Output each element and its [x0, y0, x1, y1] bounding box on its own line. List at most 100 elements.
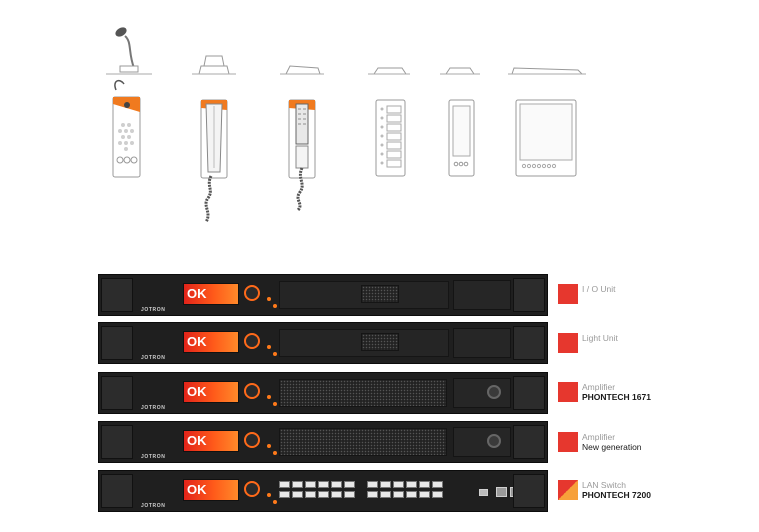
ethernet-port	[331, 481, 342, 488]
ethernet-port	[367, 481, 378, 488]
rack-ear-right	[513, 278, 545, 312]
legend-label-io: I / O Unit	[582, 284, 616, 294]
legend-label-lan-switch: LAN Switch	[582, 480, 626, 490]
vent-grille	[361, 333, 399, 351]
rack-unit-lan-switch: JOTRON OK	[98, 470, 548, 512]
legend-swatch	[558, 432, 578, 452]
large-screen-terminal	[508, 67, 586, 177]
rack-ear-left	[101, 326, 133, 360]
legend-label-lan-switch-model: PHONTECH 7200	[582, 490, 651, 500]
brand-label: JOTRON	[141, 405, 166, 411]
ethernet-port	[279, 491, 290, 498]
ethernet-port	[406, 481, 417, 488]
status-text: OK	[187, 334, 207, 349]
rack-unit-io: JOTRON OK	[98, 274, 548, 316]
rack-unit-amplifier: JOTRON OK	[98, 372, 548, 414]
legend-label-amplifier-new-sub: New generation	[582, 442, 642, 452]
ethernet-port	[344, 481, 355, 488]
rack-ear-left	[101, 474, 133, 508]
ethernet-port	[406, 491, 417, 498]
ethernet-port	[419, 491, 430, 498]
status-display: OK	[183, 331, 239, 353]
status-display: OK	[183, 283, 239, 305]
ethernet-port	[292, 491, 303, 498]
xlr-connector	[487, 434, 501, 448]
status-led	[267, 444, 271, 448]
ethernet-port	[367, 491, 378, 498]
terminal-drawings	[106, 27, 586, 223]
status-led	[267, 493, 271, 497]
status-led	[267, 297, 271, 301]
legend-label-amplifier-new: Amplifier	[582, 432, 616, 442]
rack-ear-right	[513, 326, 545, 360]
status-display: OK	[183, 479, 239, 501]
legend-label-amplifier: Amplifier	[582, 382, 616, 392]
legend-swatch	[558, 480, 578, 500]
rack-ear-left	[101, 278, 133, 312]
keypad-handset-terminal	[280, 65, 324, 212]
ethernet-port	[419, 481, 430, 488]
volume-knob	[244, 432, 260, 448]
legend-label-light: Light Unit	[582, 333, 618, 343]
status-text: OK	[187, 384, 207, 399]
ethernet-port	[380, 491, 391, 498]
ethernet-port	[331, 491, 342, 498]
volume-knob	[244, 383, 260, 399]
brand-label: JOTRON	[141, 355, 166, 361]
ethernet-port	[318, 491, 329, 498]
brand-label: JOTRON	[141, 454, 166, 460]
console-port	[479, 489, 488, 496]
legend-swatch	[558, 382, 578, 402]
ethernet-port	[432, 481, 443, 488]
connector-panel	[453, 378, 511, 408]
vent-grille	[279, 379, 447, 407]
legend-label-amplifier-model: PHONTECH 1671	[582, 392, 651, 402]
status-led	[267, 345, 271, 349]
rack-ear-right	[513, 376, 545, 410]
status-text: OK	[187, 433, 207, 448]
ethernet-port	[279, 481, 290, 488]
status-led	[273, 500, 277, 504]
status-led	[267, 395, 271, 399]
button-panel-terminal	[368, 67, 410, 177]
volume-knob	[244, 481, 260, 497]
volume-knob	[244, 333, 260, 349]
light-panel	[453, 328, 511, 358]
vent-grille	[361, 285, 399, 303]
status-led	[273, 352, 277, 356]
status-led	[273, 304, 277, 308]
rack-ear-right	[513, 474, 545, 508]
ethernet-port	[393, 481, 404, 488]
rack-unit-amplifier-new: JOTRON OK	[98, 421, 548, 463]
status-led	[273, 402, 277, 406]
handset-terminal	[192, 55, 236, 223]
desk-microphone-terminal	[106, 27, 152, 178]
connector-panel	[453, 427, 511, 457]
ethernet-port	[318, 481, 329, 488]
brand-label: JOTRON	[141, 307, 166, 313]
ethernet-port	[305, 491, 316, 498]
rack-ear-left	[101, 425, 133, 459]
rack-ear-right	[513, 425, 545, 459]
io-panel	[453, 280, 511, 310]
status-display: OK	[183, 381, 239, 403]
xlr-connector	[487, 385, 501, 399]
status-text: OK	[187, 482, 207, 497]
status-led	[273, 451, 277, 455]
ethernet-port	[344, 491, 355, 498]
vent-grille	[279, 428, 447, 456]
brand-label: JOTRON	[141, 503, 166, 509]
volume-knob	[244, 285, 260, 301]
sfp-port	[496, 487, 507, 497]
small-screen-terminal	[440, 67, 480, 177]
rack-unit-light: JOTRON OK	[98, 322, 548, 364]
ethernet-port	[432, 491, 443, 498]
ethernet-port	[393, 491, 404, 498]
ethernet-port	[305, 481, 316, 488]
status-display: OK	[183, 430, 239, 452]
legend-swatch	[558, 333, 578, 353]
rack-ear-left	[101, 376, 133, 410]
legend-swatch	[558, 284, 578, 304]
ethernet-port	[380, 481, 391, 488]
